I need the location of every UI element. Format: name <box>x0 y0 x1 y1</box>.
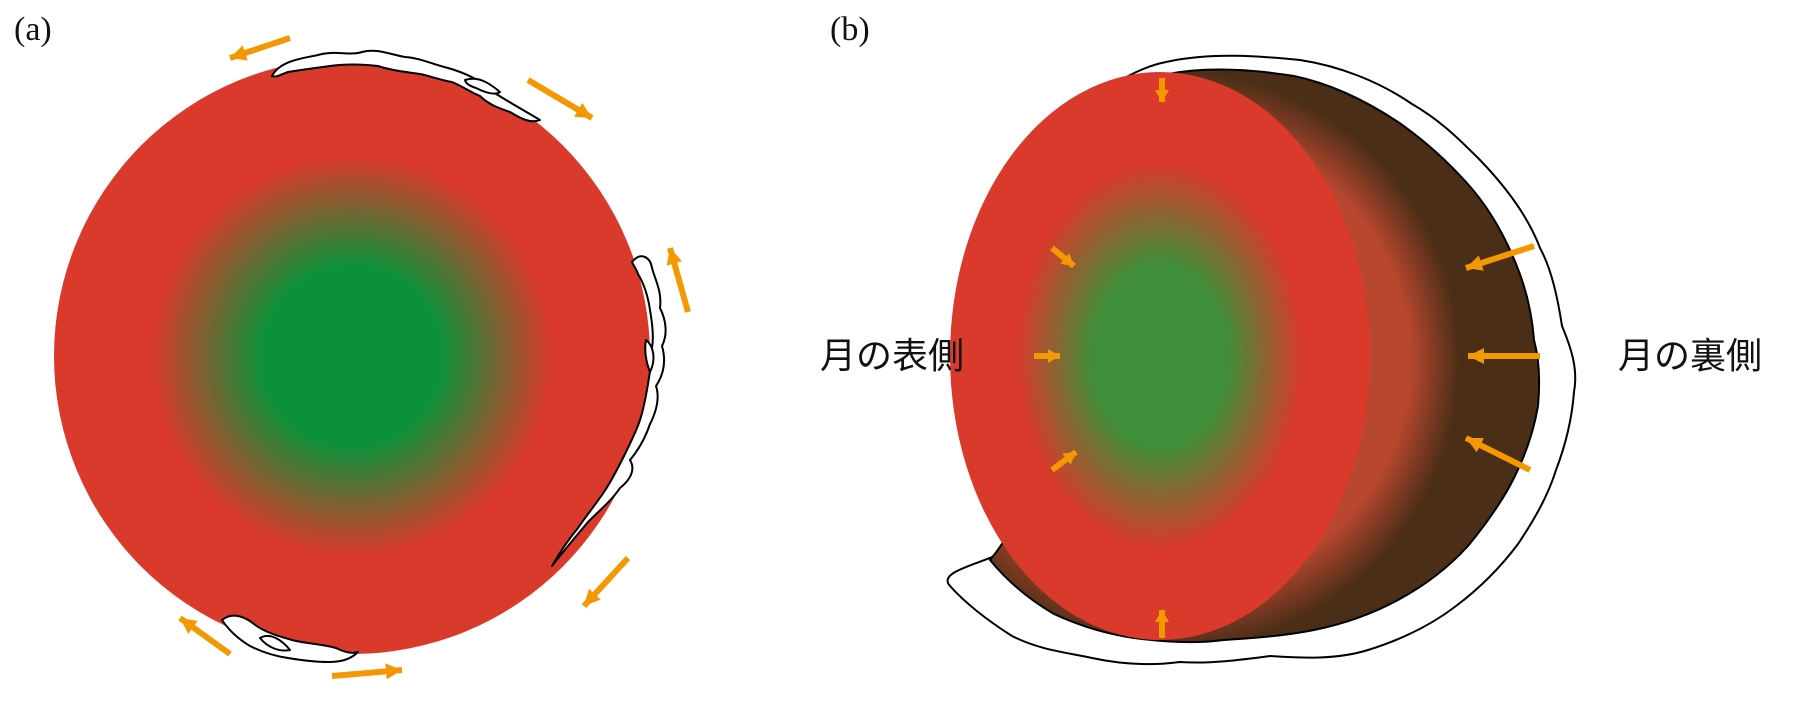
arrow-b-far-lower <box>1464 435 1532 473</box>
panel-b: (b) 月の表側 月の裏側 <box>820 11 1762 666</box>
panel-b-arrows <box>1034 78 1540 638</box>
far-side-label: 月の裏側 <box>1618 336 1762 377</box>
crust-fragment-bottom <box>221 614 359 663</box>
arrow-a-bottom-right <box>581 555 631 609</box>
arrow-a-top-right <box>526 77 594 121</box>
near-side-label: 月の表側 <box>820 336 964 377</box>
panel-b-label: (b) <box>830 11 870 48</box>
arrow-b-near-mid <box>1034 349 1060 363</box>
crust-fragment-top <box>271 49 541 123</box>
arrow-a-right <box>666 247 691 313</box>
panel-a-label: (a) <box>14 11 52 48</box>
arrow-b-far-mid <box>1468 348 1540 364</box>
arrow-b-top <box>1155 78 1169 102</box>
arrow-b-near-lower <box>1050 449 1078 473</box>
crust-fragment-bottom-2 <box>259 634 291 652</box>
arrow-a-bottom-left <box>178 615 232 657</box>
arrow-b-far-upper <box>1465 243 1535 271</box>
panel-a: (a) <box>14 11 691 680</box>
crust-fragment-right-2 <box>644 339 655 373</box>
arrow-a-top-left <box>229 35 291 61</box>
panel-b-moon-interior <box>950 72 1370 640</box>
panel-a-arrows <box>178 35 691 680</box>
crust-fragment-top-2 <box>464 77 501 95</box>
panel-a-moon-interior <box>54 58 650 654</box>
arrow-a-bottom <box>331 663 403 680</box>
panel-a-crust-fragments <box>221 49 667 663</box>
arrow-b-near-upper <box>1050 245 1076 269</box>
arrow-b-bottom <box>1155 610 1169 638</box>
